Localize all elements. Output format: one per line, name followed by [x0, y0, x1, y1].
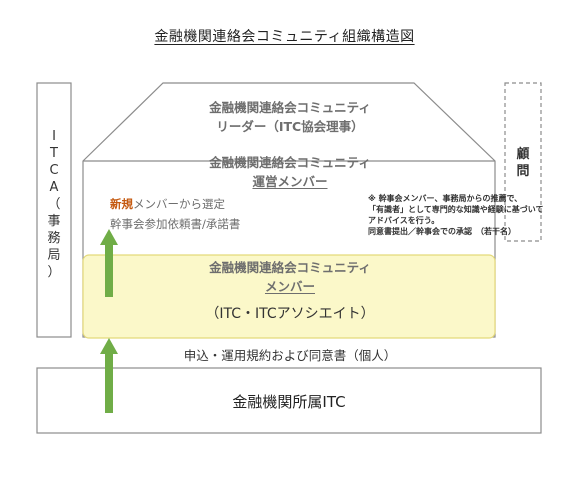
lower-arrow: [100, 338, 118, 413]
note-line: 同意書提出／幹事会での承認 （若干名）: [368, 227, 516, 236]
application-text: 申込・運用規約および同意書（個人）: [183, 348, 397, 363]
new-word: 新規: [110, 197, 133, 211]
selection-text: 新規メンバーから選定 幹事会参加依頼書/承諾書: [110, 194, 240, 234]
leaders-text: 金融機関連絡会コミュニティ リーダー（ITC協会理事）: [120, 98, 460, 136]
members-line1: 金融機関連絡会コミュニティ: [209, 260, 371, 275]
advisor-label: 顧問: [505, 146, 541, 180]
advisor-box: [504, 82, 542, 242]
selection-rest: メンバーから選定: [133, 197, 225, 211]
member-box: [82, 254, 496, 339]
left_box-char: 局: [47, 248, 61, 263]
itca-box: [36, 82, 72, 338]
right_box-char: 顧: [516, 147, 530, 162]
affiliation-text: 金融機関所属ITC: [232, 393, 346, 411]
page-title: 金融機関連絡会コミュニティ組織構造図: [154, 29, 415, 45]
operating-line2: 運営メンバー: [252, 174, 328, 189]
left_box-char: （: [47, 197, 61, 212]
advisor-note: ※ 幹事会メンバー、事務局からの推薦で、「有識者」として専門的な知識や経験に基づ…: [368, 193, 544, 237]
note-line: 「有識者」として専門的な知識や経験に基づいて: [368, 205, 544, 214]
members-line2: メンバー: [264, 279, 315, 294]
members-line3: （ITC・ITCアソシエイト）: [205, 306, 375, 322]
operating-text: 金融機関連絡会コミュニティ 運営メンバー: [120, 153, 460, 191]
left_box-char: I: [52, 129, 56, 144]
left_box-char: 事: [47, 214, 61, 229]
selection-line1: 新規メンバーから選定: [110, 194, 240, 214]
note-line: アドバイスを行う。: [368, 216, 440, 225]
leaders-line2: リーダー（ITC協会理事）: [216, 119, 364, 134]
left_box-char: T: [50, 146, 58, 161]
left_box-char: 務: [47, 231, 61, 246]
left_box-char: C: [49, 163, 59, 178]
affiliation-box: [36, 367, 542, 434]
left_box-char: A: [49, 180, 59, 195]
members-text: 金融機関連絡会コミュニティ メンバー: [120, 258, 460, 296]
right_box-char: 問: [516, 164, 530, 179]
note-line: ※ 幹事会メンバー、事務局からの推薦で、: [368, 194, 523, 203]
upper-arrow: [100, 229, 118, 297]
left_box-char: ）: [47, 265, 61, 280]
leaders-line1: 金融機関連絡会コミュニティ: [209, 100, 371, 115]
selection-line2: 幹事会参加依頼書/承諾書: [110, 217, 241, 231]
operating-line1: 金融機関連絡会コミュニティ: [209, 155, 371, 170]
